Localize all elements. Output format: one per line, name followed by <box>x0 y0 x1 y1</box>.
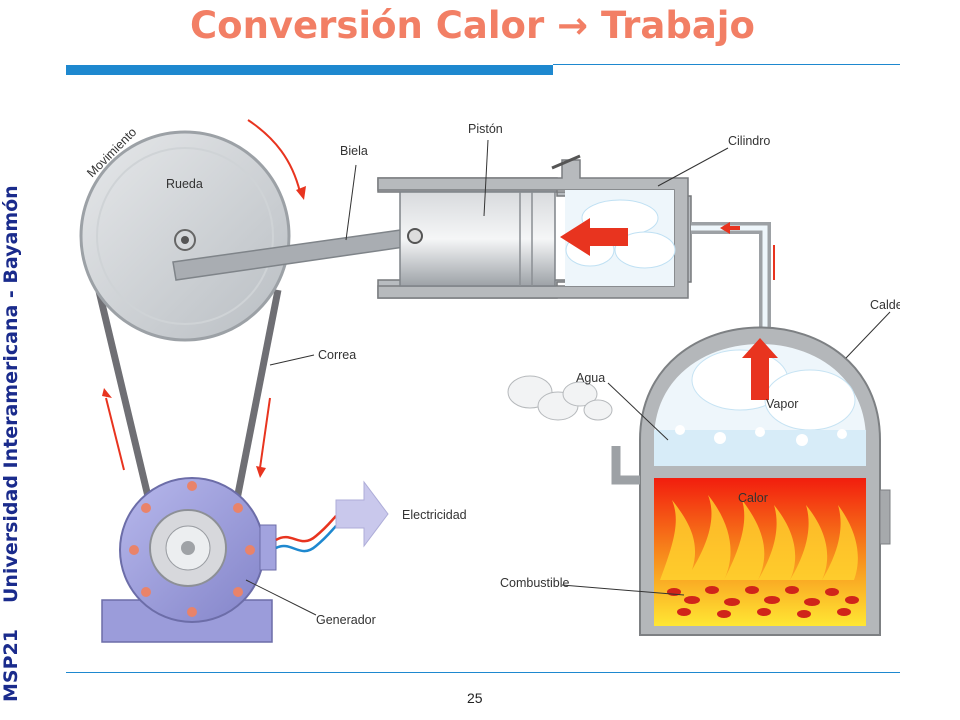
course-code: MSP21 <box>0 629 22 702</box>
correa-leader <box>269 354 315 366</box>
label-calor: Calor <box>738 491 768 505</box>
combustible-leader <box>561 584 685 596</box>
vapor-arrow <box>742 338 778 400</box>
crank-pin-center <box>181 236 189 244</box>
label-piston: Pistón <box>468 122 503 136</box>
label-caldera: Caldera <box>870 298 900 312</box>
label-correa: Correa <box>318 348 356 362</box>
piston <box>399 191 556 287</box>
agua-leader <box>607 382 669 441</box>
generador-leader <box>245 579 317 616</box>
steam-cloud <box>507 375 613 421</box>
label-agua: Agua <box>576 371 605 385</box>
generator <box>101 477 337 643</box>
sidebar-text: MSP21 Universidad Interamericana - Bayamó… <box>0 185 22 702</box>
belt-arrow-left-head <box>102 388 112 398</box>
electricity-arrow <box>335 480 389 548</box>
label-electricidad: Electricidad <box>402 508 467 522</box>
title-underline-thick <box>66 65 553 75</box>
wheel-rotation-arrow <box>247 119 301 193</box>
piston-leader <box>483 139 489 217</box>
label-combustible: Combustible <box>500 576 570 590</box>
slide-title: Conversión Calor → Trabajo <box>190 4 755 47</box>
belt-arrow-left <box>105 397 125 471</box>
cylinder <box>377 154 692 299</box>
wheel-rotation-arrowhead <box>296 186 306 200</box>
label-vapor: Vapor <box>766 397 798 411</box>
belt-arrow-right <box>259 397 271 469</box>
sidebar: MSP21 Universidad Interamericana - Bayamó… <box>0 0 44 720</box>
title-underline-thin <box>553 64 900 65</box>
cilindro-leader <box>657 147 729 187</box>
boiler <box>611 326 891 636</box>
heat-engine-diagram: Movimiento Rueda Biela Pistón Cilindro C… <box>79 119 900 643</box>
caldera-leader <box>845 311 891 359</box>
piston-arrow <box>560 218 628 256</box>
label-biela: Biela <box>340 144 368 158</box>
steam-pipe <box>691 222 771 328</box>
label-generador: Generador <box>316 613 376 627</box>
label-rueda: Rueda <box>166 177 203 191</box>
biela-leader <box>345 164 357 241</box>
belt-arrow-right-head <box>256 466 266 478</box>
pipe-arrow <box>720 222 740 234</box>
page-number: 25 <box>467 690 483 706</box>
label-cilindro: Cilindro <box>728 134 770 148</box>
institution-name: Universidad Interamericana - Bayamón <box>0 185 22 604</box>
footer-rule <box>66 672 900 673</box>
